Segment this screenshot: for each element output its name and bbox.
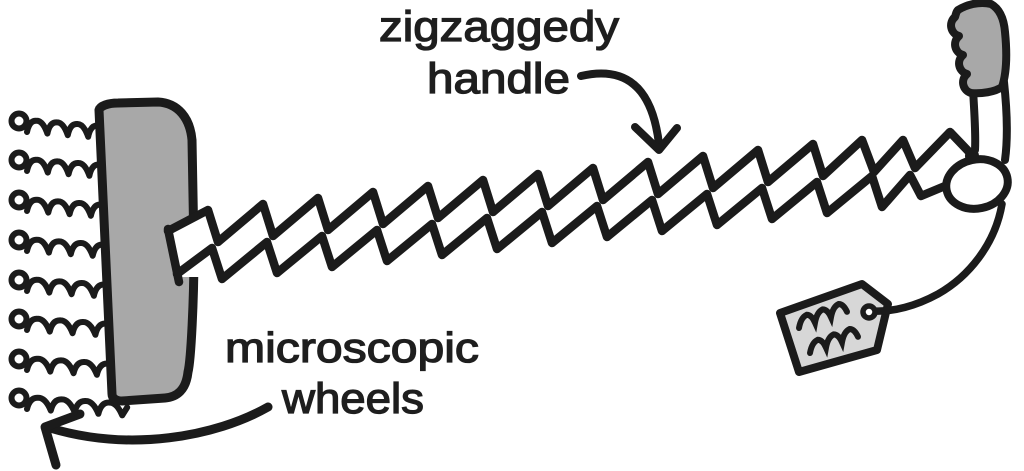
svg-text:handle: handle <box>427 55 570 103</box>
svg-text:microscopic: microscopic <box>225 324 479 371</box>
svg-text:zigzaggedy: zigzaggedy <box>379 3 620 51</box>
svg-text:wheels: wheels <box>281 375 424 423</box>
